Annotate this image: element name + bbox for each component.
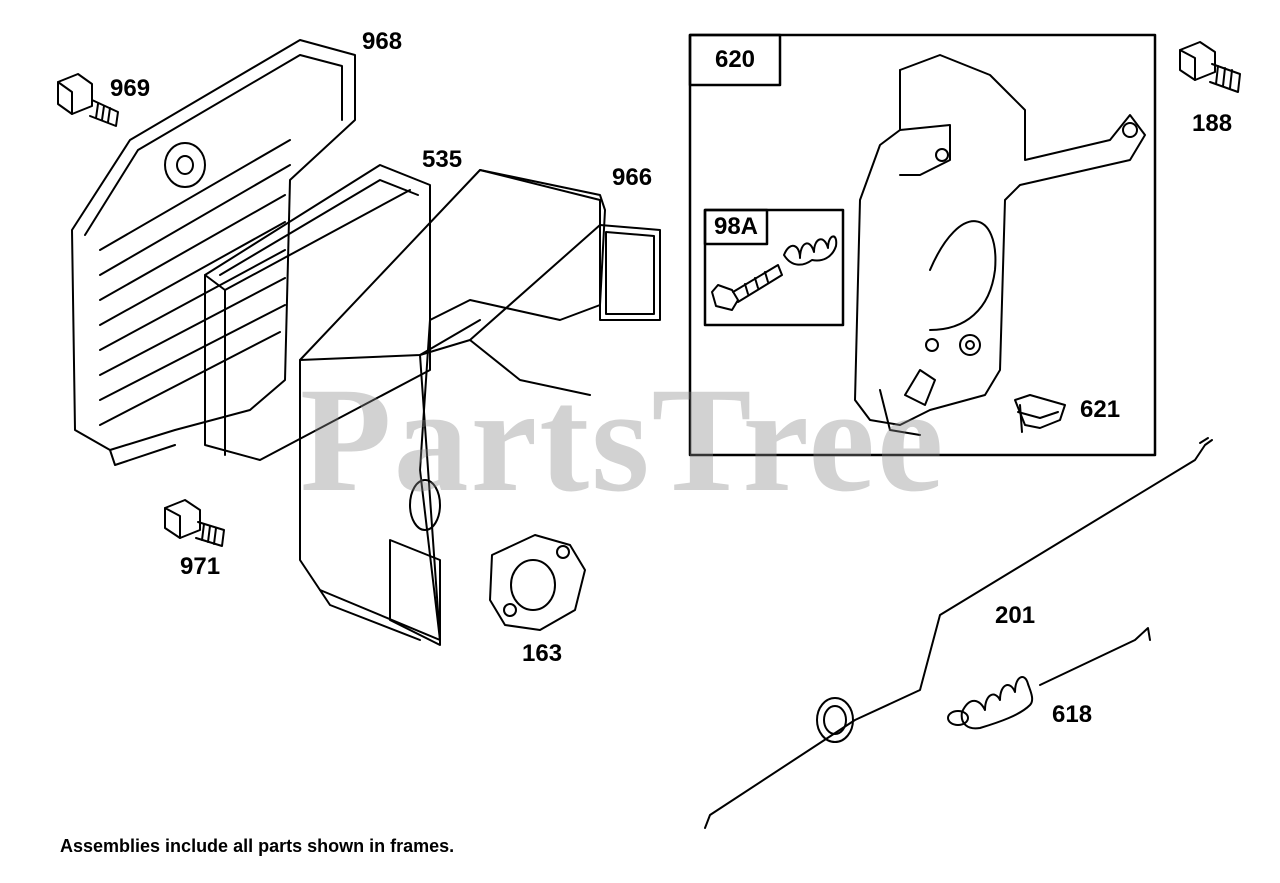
spring-618-drawing	[947, 627, 1151, 730]
frame-98a-outline	[703, 208, 845, 327]
part-label-188: 188	[1192, 110, 1233, 137]
part-label-968: 968	[362, 28, 403, 55]
part-label-621: 621	[1080, 396, 1121, 423]
frame-620-outline	[688, 33, 1157, 457]
control-bracket-drawing	[854, 54, 1146, 436]
part-label-969: 969	[110, 75, 151, 102]
screw-and-spring-98a-drawing	[711, 235, 838, 311]
part-label-163: 163	[522, 640, 563, 667]
frame-620-label: 620	[714, 46, 756, 73]
part-label-971: 971	[180, 553, 221, 580]
gasket-163-drawing	[489, 534, 586, 631]
screw-969-drawing	[57, 73, 119, 127]
screw-188-drawing	[1179, 41, 1241, 93]
part-label-966: 966	[612, 164, 653, 191]
part-label-535: 535	[422, 146, 463, 173]
watermark: PartsTree	[300, 357, 946, 523]
clip-621-drawing	[1014, 394, 1066, 433]
cover-966-drawing	[299, 169, 661, 646]
frame-98a-label: 98A	[713, 213, 759, 240]
governor-link-201-drawing	[704, 437, 1213, 829]
air-cleaner-base-drawing	[71, 39, 356, 466]
part-label-201: 201	[995, 602, 1036, 629]
filter-cartridge-535-drawing	[204, 164, 431, 461]
part-label-618: 618	[1052, 701, 1093, 728]
screw-971-drawing	[164, 499, 225, 547]
assembly-note: Assemblies include all parts shown in fr…	[60, 836, 455, 856]
